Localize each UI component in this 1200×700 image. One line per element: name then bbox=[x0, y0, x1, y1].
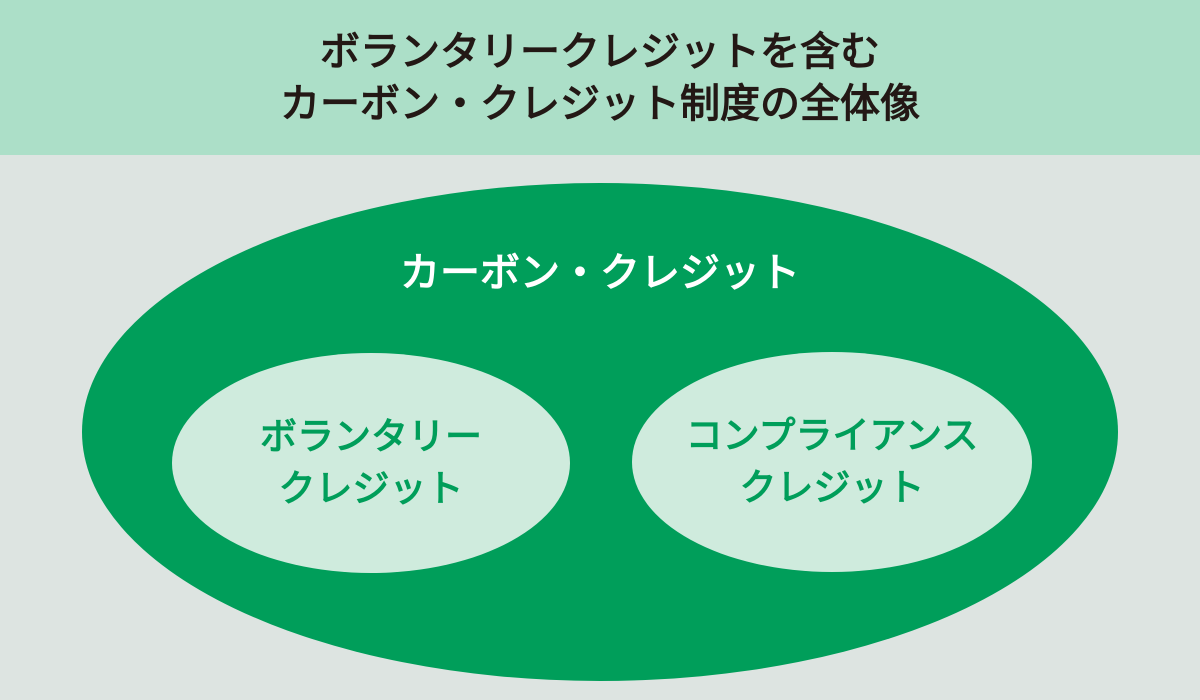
voluntary-credit-label-line-2: クレジット bbox=[278, 467, 464, 510]
carbon-credit-ellipse: カーボン・クレジット ボランタリー クレジット コンプライアンス クレジット bbox=[82, 183, 1118, 681]
title-line-2: カーボン・クレジット制度の全体像 bbox=[280, 80, 920, 127]
voluntary-credit-label-line-1: ボランタリー bbox=[260, 415, 482, 458]
title-banner: ボランタリークレジットを含む カーボン・クレジット制度の全体像 bbox=[0, 0, 1200, 155]
compliance-credit-label-line-1: コンプライアンス bbox=[685, 414, 979, 457]
voluntary-credit-ellipse: ボランタリー クレジット bbox=[172, 353, 570, 573]
compliance-credit-label-line-2: クレジット bbox=[739, 466, 925, 509]
title-line-1: ボランタリークレジットを含む bbox=[320, 28, 880, 75]
carbon-credit-label: カーボン・クレジット bbox=[400, 250, 800, 296]
compliance-credit-ellipse: コンプライアンス クレジット bbox=[632, 352, 1032, 572]
